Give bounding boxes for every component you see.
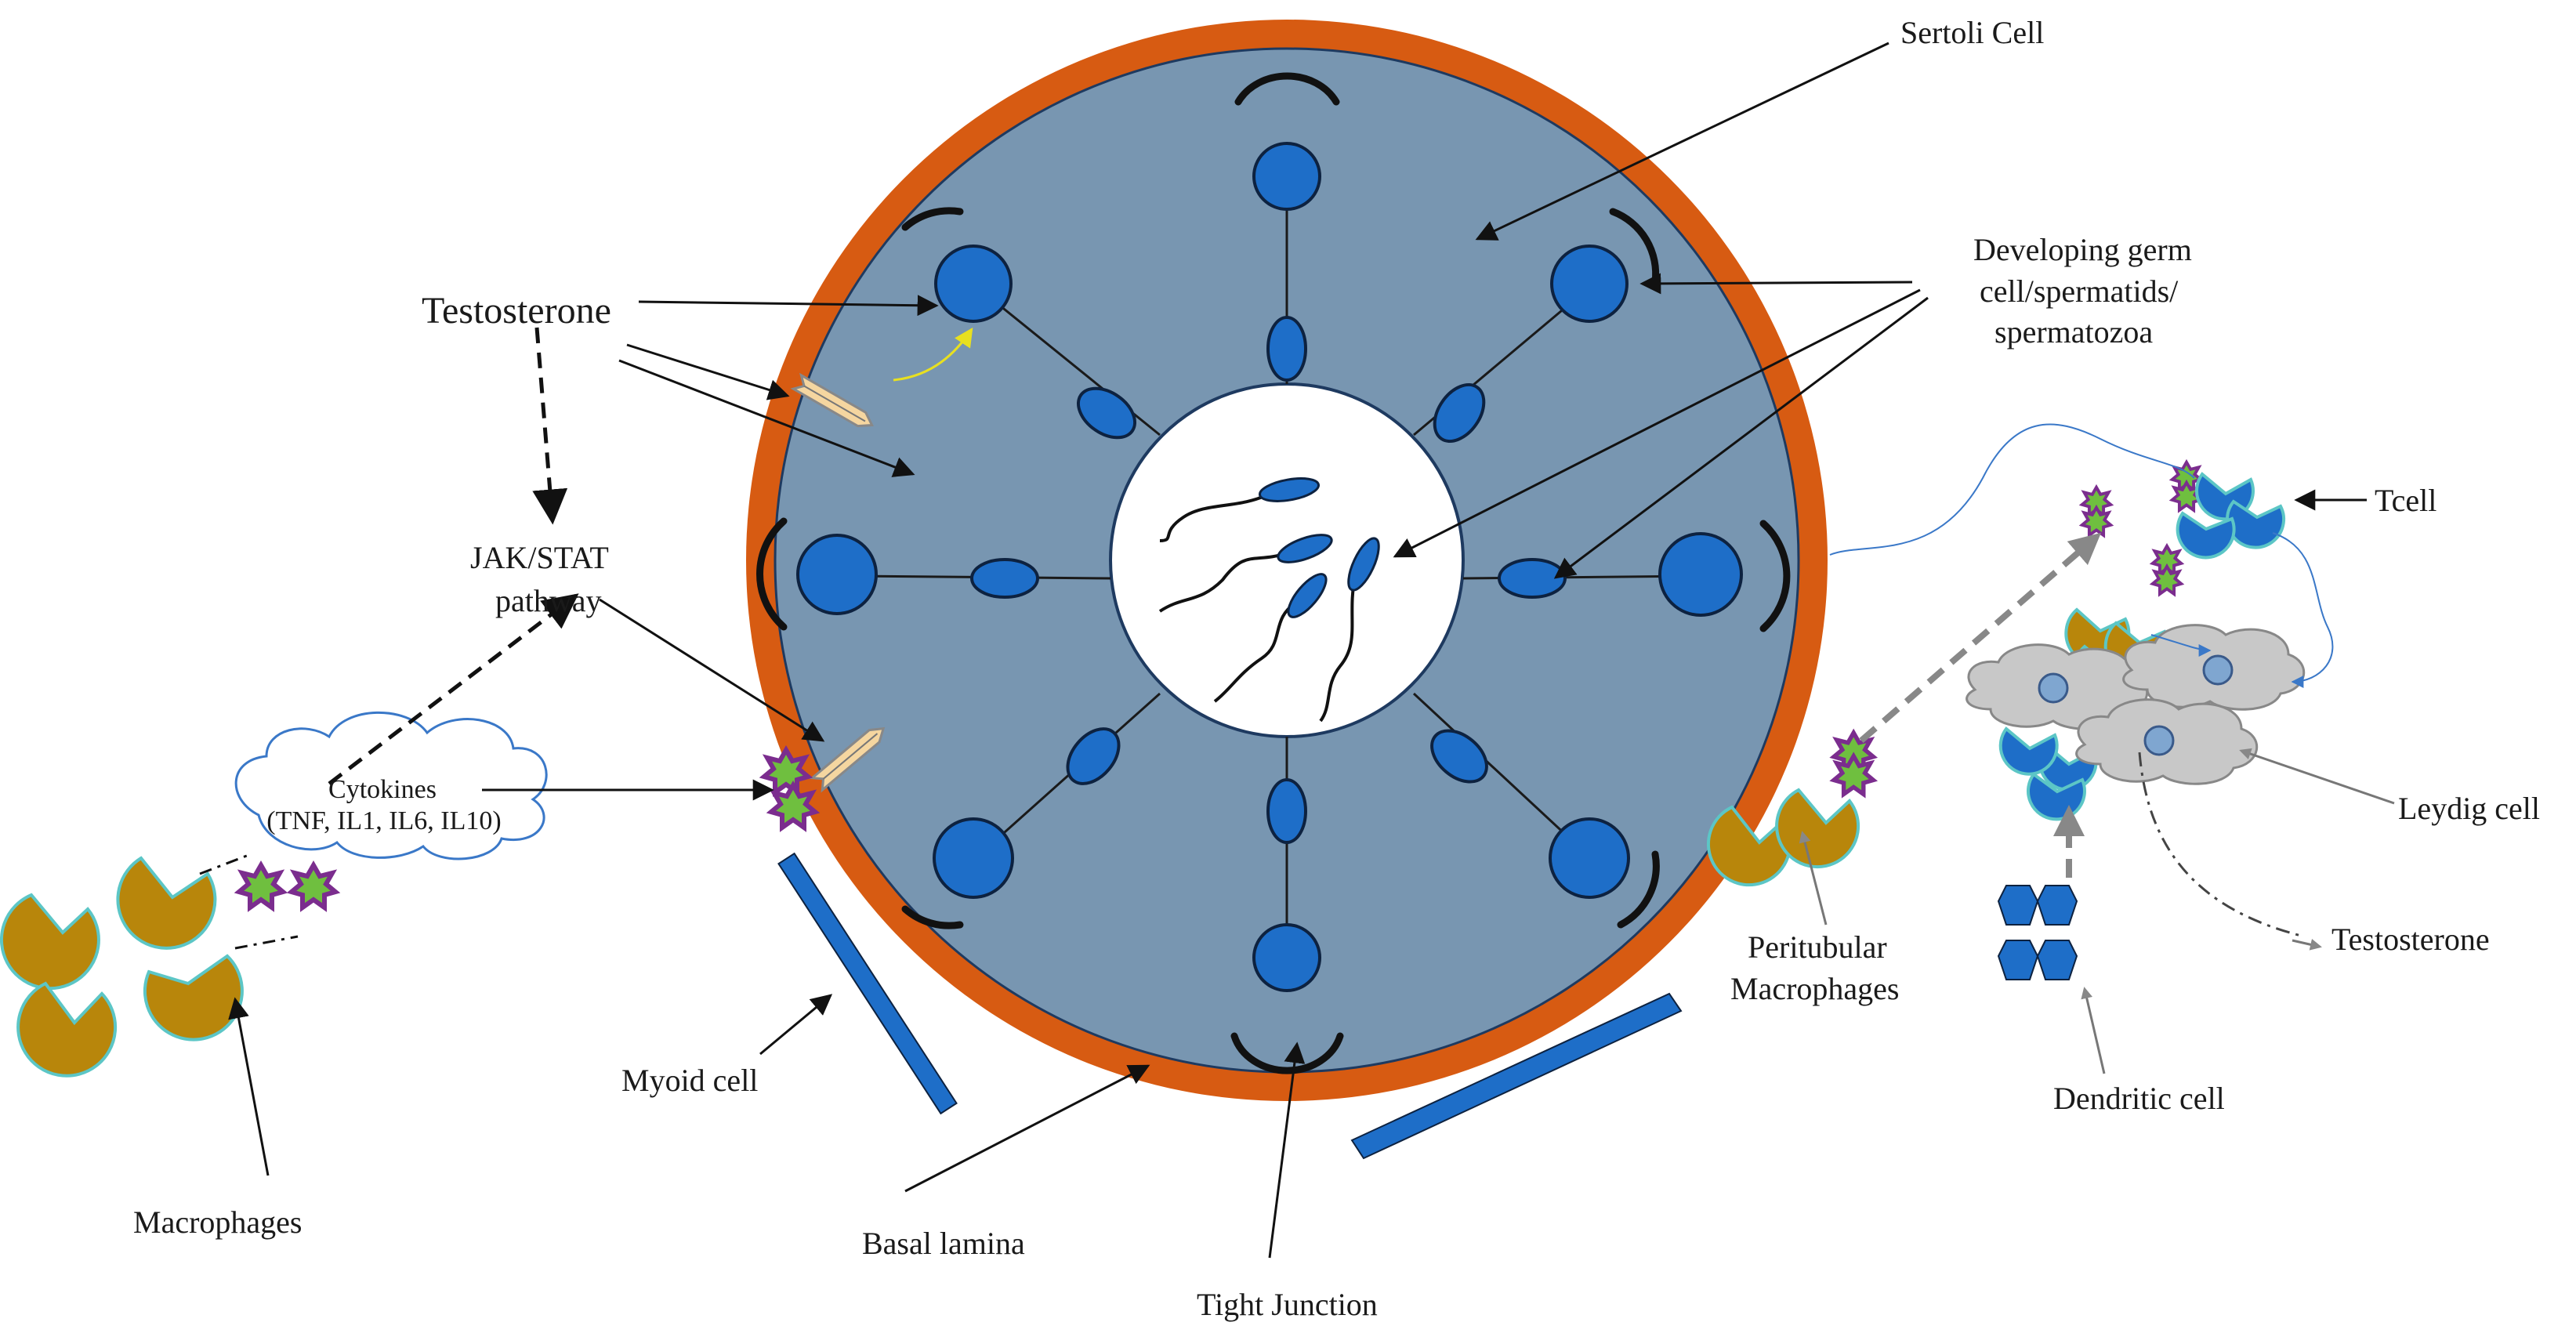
- arrow-tight-junction: [1268, 1042, 1306, 1259]
- cytokine-cloud: [234, 711, 548, 860]
- nucleus-right: [1658, 532, 1743, 617]
- tight-junction-arcs: [756, 72, 1791, 1074]
- label-sertoli-cell: Sertoli Cell: [1900, 15, 2044, 50]
- peritubular-cytokines: [1834, 733, 1873, 794]
- label-basal-lamina: Basal lamina: [862, 1226, 1025, 1261]
- label-jakstat-2: pathway: [495, 583, 602, 618]
- germ-cell-nuclei: [796, 142, 1743, 992]
- label-cytokines-1: Cytokines: [328, 775, 437, 804]
- yellow-arrow: [893, 328, 973, 382]
- nucleus-bottom: [1252, 923, 1321, 992]
- leydig-nuclei: [2038, 654, 2234, 756]
- label-macrophages: Macrophages: [133, 1205, 302, 1240]
- arrow-testosterone-1: [638, 295, 939, 317]
- arrow-macrophages: [228, 997, 270, 1176]
- nucleus-top-left: [934, 245, 1013, 323]
- label-cytokines-2: (TNF, IL1, IL6, IL10): [266, 806, 501, 835]
- arrow-germ-1: [1639, 273, 1913, 295]
- arrow-myoid: [759, 994, 833, 1056]
- label-germ-line3: spermatozoa: [1994, 314, 2153, 350]
- label-testosterone-right: Testosterone: [2331, 922, 2490, 957]
- arrow-testosterone-2: [626, 343, 790, 400]
- nucleus-left: [796, 534, 878, 615]
- arrow-testosterone-3: [618, 359, 915, 477]
- label-peritubular-2: Macrophages: [1730, 971, 1899, 1006]
- left-macrophages: [0, 856, 244, 1078]
- cytokine-release-lines: [199, 853, 299, 950]
- spermatid-ovals: [970, 316, 1567, 844]
- label-testosterone-main: Testosterone: [422, 290, 611, 331]
- dendritic-cells: [1997, 885, 2078, 980]
- label-myoid-cell: Myoid cell: [621, 1063, 758, 1098]
- arrow-jakstat-wall: [599, 598, 825, 742]
- label-tight-junction: Tight Junction: [1197, 1287, 1378, 1322]
- peritubular-macrophages: [1706, 788, 1860, 887]
- nucleus-bottom-right: [1549, 817, 1630, 899]
- gray-arrows: [1799, 748, 2395, 1074]
- label-jakstat-1: JAK/STAT: [470, 540, 609, 575]
- label-dendritic-cell: Dendritic cell: [2053, 1081, 2225, 1116]
- dashed-arrows: [328, 327, 2305, 938]
- label-arrows: [228, 42, 2367, 1259]
- arrow-basal-lamina: [904, 1064, 1150, 1193]
- nucleus-top: [1252, 142, 1321, 211]
- left-cytokines: [239, 865, 335, 907]
- label-germ-line2: cell/spermatids/: [1980, 274, 2179, 309]
- arrow-sertoli: [1475, 42, 1889, 241]
- blue-lines: [1829, 423, 2334, 688]
- myoid-cells: [777, 852, 1683, 1160]
- label-germ-line1: Developing germ: [1973, 232, 2192, 267]
- nucleus-top-right: [1550, 245, 1629, 323]
- nucleus-bottom-left: [933, 817, 1014, 899]
- label-peritubular-1: Peritubular: [1748, 929, 1887, 965]
- arrow-germ-3: [1553, 296, 1929, 579]
- label-leydig-cell: Leydig cell: [2398, 791, 2540, 826]
- spermatozoa: [1158, 477, 1380, 723]
- testosterone-capsules: [790, 372, 886, 793]
- arrow-germ-2: [1393, 288, 1921, 558]
- label-tcell: Tcell: [2375, 483, 2437, 518]
